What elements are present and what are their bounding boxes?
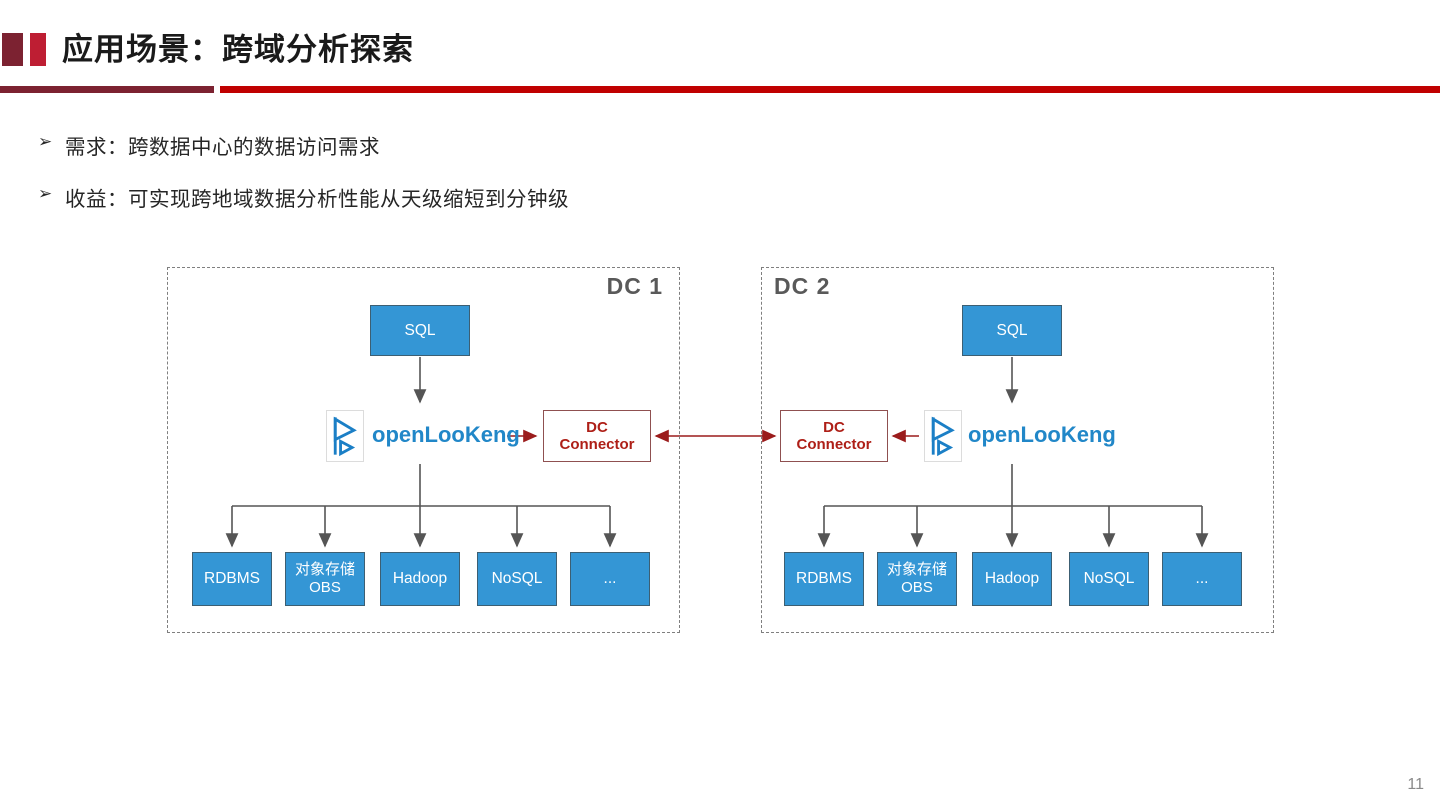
bullet-item-benefit: ➢ 收益：可实现跨地域数据分析性能从天级缩短到分钟级 [38, 182, 569, 212]
openlookeng-logo-icon [924, 410, 962, 462]
bullet-text-requirement: 需求：跨数据中心的数据访问需求 [65, 136, 380, 159]
bullet-arrow-icon: ➢ [38, 132, 53, 151]
dc2-dc-connector-node: DC Connector [780, 410, 888, 462]
dc1-container: DC 1 [167, 267, 680, 633]
dc1-source-hadoop: Hadoop [380, 552, 460, 606]
dc2-container: DC 2 [761, 267, 1274, 633]
bullet-arrow-icon: ➢ [38, 184, 53, 203]
dc1-dc-connector-node: DC Connector [543, 410, 651, 462]
dc1-source-obs: 对象存储 OBS [285, 552, 365, 606]
dc2-source-rdbms: RDBMS [784, 552, 864, 606]
dc2-sql-node: SQL [962, 305, 1062, 356]
title-rule-right [220, 86, 1440, 93]
dc1-source-nosql: NoSQL [477, 552, 557, 606]
dc2-source-obs: 对象存储 OBS [877, 552, 957, 606]
dc1-label: DC 1 [606, 273, 663, 299]
title-rule-left [0, 86, 214, 93]
dc2-source-more: ... [1162, 552, 1242, 606]
dc1-openlookeng-label: openLooKeng [372, 422, 520, 447]
bullet-text-benefit: 收益：可实现跨地域数据分析性能从天级缩短到分钟级 [65, 188, 569, 211]
dc1-sql-node: SQL [370, 305, 470, 356]
dc1-source-rdbms: RDBMS [192, 552, 272, 606]
page-title: 应用场景：跨域分析探索 [62, 32, 414, 67]
dc1-source-more: ... [570, 552, 650, 606]
dc2-source-hadoop: Hadoop [972, 552, 1052, 606]
openlookeng-logo-icon [326, 410, 364, 462]
title-accent-square-red [30, 33, 46, 66]
title-accent-square-dark [2, 33, 23, 66]
dc2-source-nosql: NoSQL [1069, 552, 1149, 606]
page-number: 11 [1407, 776, 1424, 793]
bullet-item-requirement: ➢ 需求：跨数据中心的数据访问需求 [38, 130, 380, 160]
dc2-openlookeng-label: openLooKeng [968, 422, 1116, 447]
dc2-label: DC 2 [774, 273, 831, 299]
